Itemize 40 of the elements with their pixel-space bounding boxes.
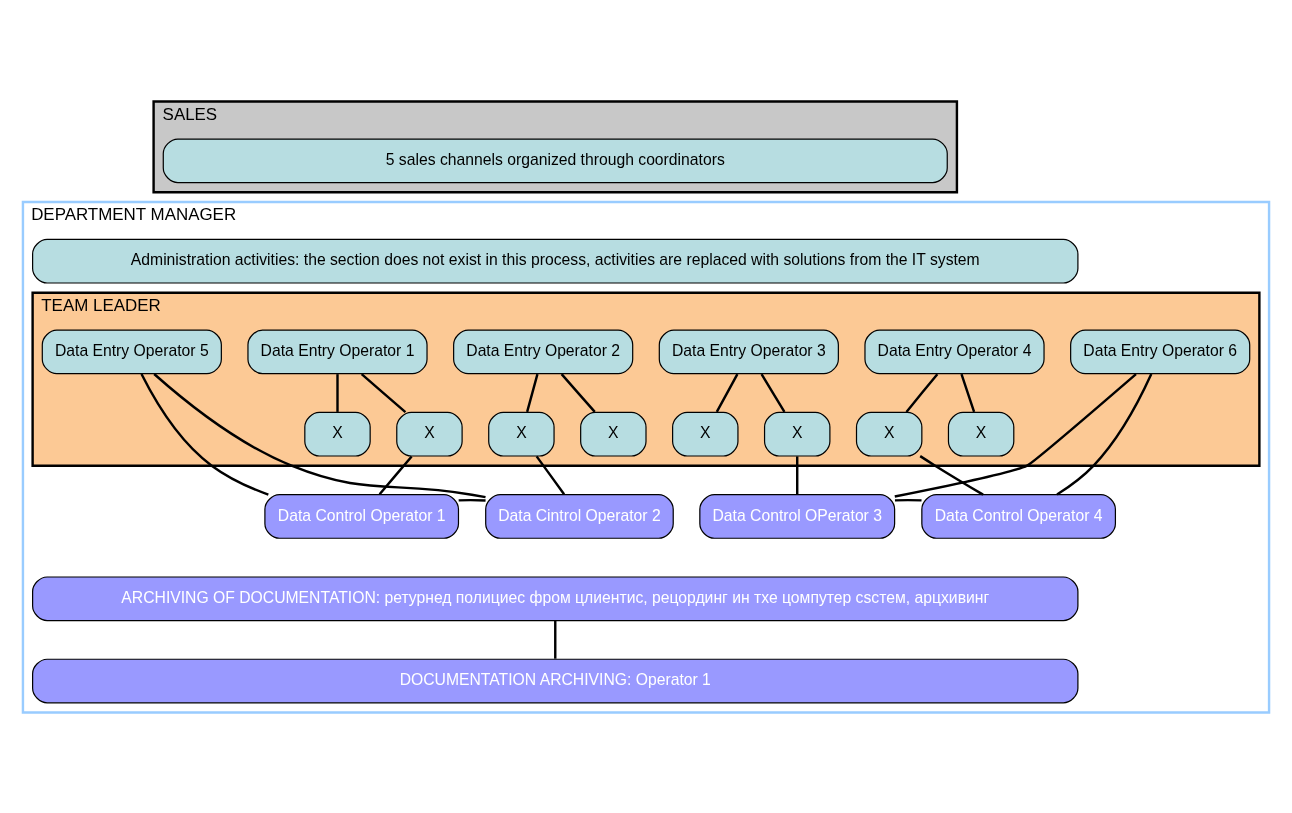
node-box: Data Entry Operator 5 — [41, 329, 222, 374]
node-box: DOCUMENTATION ARCHIVING: Operator 1 — [32, 658, 1079, 703]
connector — [360, 372, 407, 413]
node-box: Data Entry Operator 1 — [247, 329, 428, 374]
node-box: Data Entry Operator 3 — [658, 329, 839, 374]
node-box: X — [396, 411, 463, 457]
node-box: Data Control OPerator 3 — [699, 493, 896, 539]
connector — [526, 373, 539, 412]
node-box: X — [672, 411, 739, 457]
node-box: Data Control Operator 4 — [921, 493, 1116, 539]
connector — [796, 455, 799, 494]
node-box: ARCHIVING OF DOCUMENTATION: ретурнед полициес фром цлиентис, рецординг ин тхе цомпутер сsстем, арцхивинг — [32, 575, 1079, 621]
connector — [153, 372, 486, 498]
connector — [535, 455, 566, 495]
node-box: X — [488, 411, 555, 457]
connector — [894, 498, 922, 502]
node-box: X — [304, 411, 371, 457]
connector — [715, 373, 739, 412]
connector — [378, 455, 413, 495]
node-box: Administration activities: the section does not exist in this process, activities are replaced with solutions from the IT system — [32, 238, 1079, 284]
node-box: Data Cintrol Operator 2 — [485, 493, 674, 539]
connector — [1056, 373, 1153, 496]
connector — [894, 372, 1137, 498]
node-box: Data Entry Operator 4 — [864, 329, 1045, 374]
node-box: X — [947, 411, 1015, 457]
node-box: Data Control Operator 1 — [264, 493, 460, 539]
node-box: X — [580, 411, 647, 457]
connector — [458, 498, 486, 502]
connector — [560, 372, 596, 413]
node-box: Data Entry Operator 2 — [453, 329, 634, 374]
node-box: X — [763, 411, 831, 457]
node-box: X — [855, 411, 923, 457]
connector — [760, 373, 786, 413]
node-box: 5 sales channels organized through coordinators — [162, 137, 948, 183]
connector — [960, 373, 976, 412]
connector — [554, 620, 557, 659]
connector — [905, 372, 939, 413]
connector — [336, 373, 339, 412]
node-box: Data Entry Operator 6 — [1070, 329, 1251, 374]
connector — [140, 373, 269, 496]
